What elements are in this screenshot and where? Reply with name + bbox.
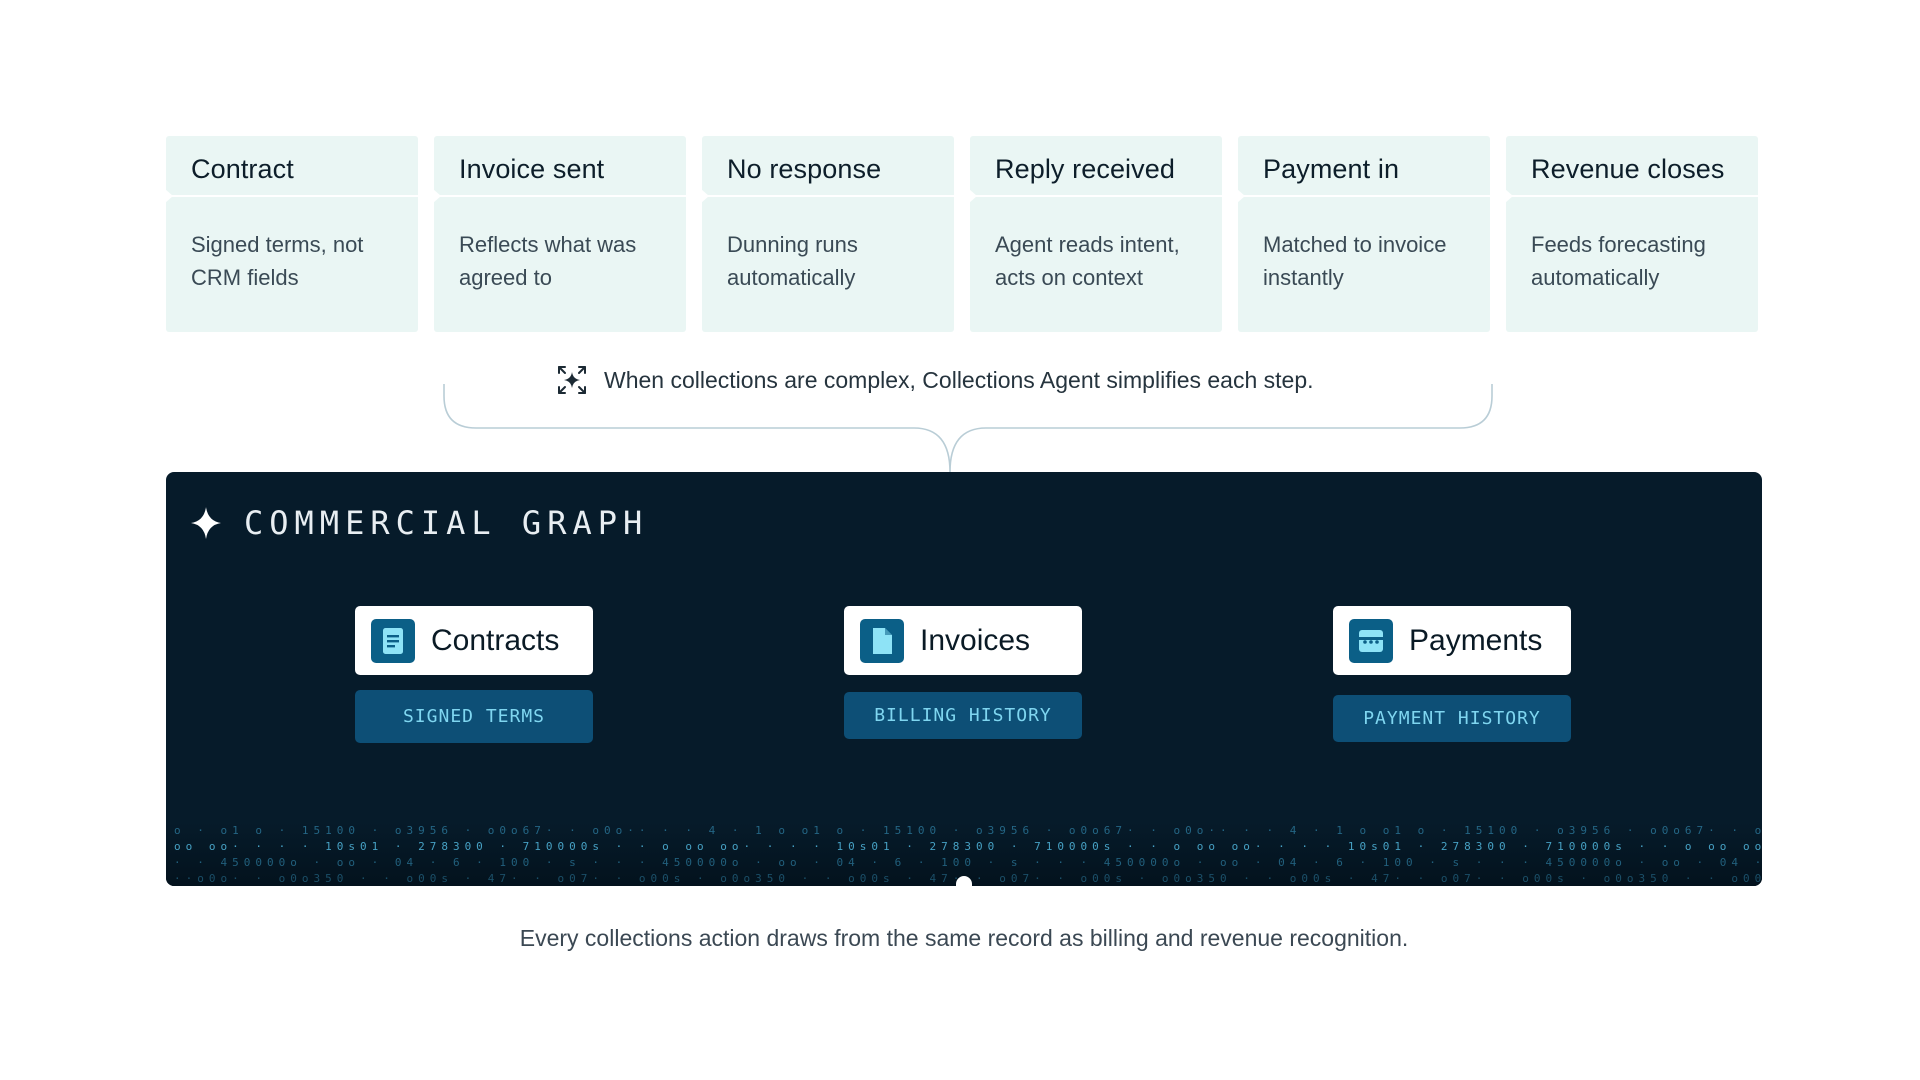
node-tag: PAYMENT HISTORY xyxy=(1333,695,1571,742)
commercial-graph-panel: COMMERCIAL GRAPH Contracts SIGNED TERMS xyxy=(166,472,1762,886)
stage-row: Contract Signed terms, not CRM fields In… xyxy=(165,136,1760,332)
graph-header: COMMERCIAL GRAPH xyxy=(190,504,648,542)
stage-card-no-response: No response Dunning runs automatically xyxy=(701,136,954,332)
agent-note: When collections are complex, Collection… xyxy=(556,362,1314,398)
digit-row: · · 450000o · oo · 04 · 6 · 100 · s · · … xyxy=(174,856,1762,869)
stage-card-payment-in: Payment in Matched to invoice instantly xyxy=(1237,136,1490,332)
stage-description: Dunning runs automatically xyxy=(727,232,858,290)
digit-row: oo oo· · · · 10s01 · 278300 · 710000s · … xyxy=(174,840,1762,853)
node-card: Contracts xyxy=(355,606,593,675)
stage-description: Agent reads intent, acts on context xyxy=(995,232,1180,290)
stage-description: Matched to invoice instantly xyxy=(1263,232,1447,290)
stage-card-revenue-closes: Revenue closes Feeds forecasting automat… xyxy=(1505,136,1758,332)
node-label: Contracts xyxy=(431,623,560,657)
sparkle-icon xyxy=(191,507,221,539)
node-contracts: Contracts SIGNED TERMS xyxy=(355,606,593,743)
document-lines-icon xyxy=(371,618,415,663)
digit-stream-notch xyxy=(956,876,972,886)
stage-card-invoice-sent: Invoice sent Reflects what was agreed to xyxy=(433,136,686,332)
stage-title: Payment in xyxy=(1263,154,1400,184)
stage-card-contract: Contract Signed terms, not CRM fields xyxy=(165,136,418,332)
node-tag: BILLING HISTORY xyxy=(844,692,1082,739)
agent-note-text: When collections are complex, Collection… xyxy=(604,366,1314,393)
document-icon xyxy=(860,618,904,663)
caption: Every collections action draws from the … xyxy=(519,925,1409,951)
stage-title: Contract xyxy=(191,154,294,184)
node-card: Invoices xyxy=(844,606,1082,675)
focus-sparkle-icon xyxy=(558,366,586,394)
storefront-icon xyxy=(1349,618,1393,663)
stage-description: Reflects what was agreed to xyxy=(459,232,637,290)
stage-title: Revenue closes xyxy=(1531,154,1725,184)
digit-stream-decoration: o · o1 o · 15100 · o3956 · o0o67· · o0o·… xyxy=(166,822,1762,886)
node-invoices: Invoices BILLING HISTORY xyxy=(844,606,1082,739)
digit-row: o · o1 o · 15100 · o3956 · o0o67· · o0o·… xyxy=(174,824,1762,837)
graph-title: COMMERCIAL GRAPH xyxy=(244,504,649,542)
stage-title: Reply received xyxy=(995,154,1175,184)
stage-description: Signed terms, not CRM fields xyxy=(191,232,364,290)
stage-card-reply-received: Reply received Agent reads intent, acts … xyxy=(969,136,1222,332)
node-label: Payments xyxy=(1409,623,1543,657)
node-card: Payments xyxy=(1333,606,1571,675)
stage-title: Invoice sent xyxy=(459,154,605,184)
stage-description: Feeds forecasting automatically xyxy=(1531,232,1706,290)
node-payments: Payments PAYMENT HISTORY xyxy=(1333,606,1571,742)
node-label: Invoices xyxy=(920,623,1031,657)
stage-title: No response xyxy=(727,154,882,184)
node-tag: SIGNED TERMS xyxy=(355,690,593,743)
